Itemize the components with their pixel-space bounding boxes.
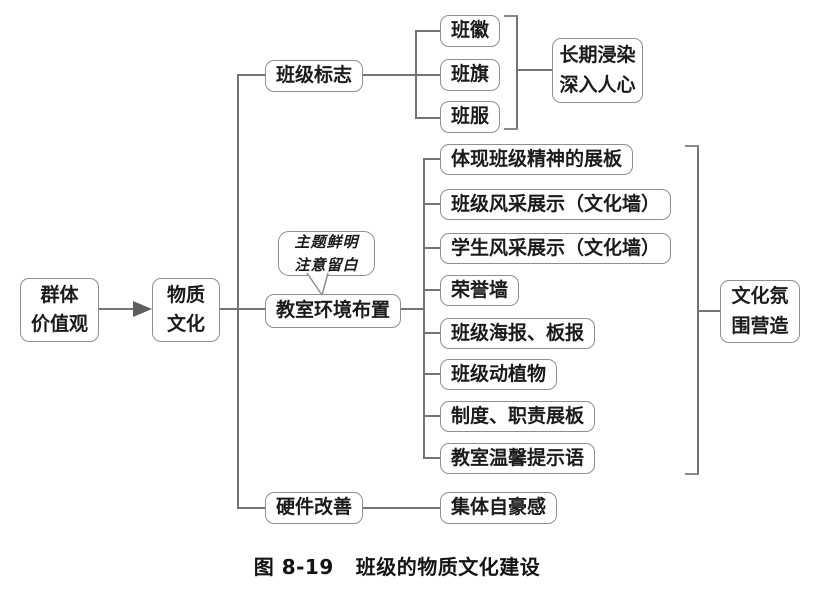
env-item-warm-tips: 教室温馨提示语 (440, 443, 596, 474)
logo-item-uniform: 班服 (440, 101, 501, 133)
env-item-class-style-wall: 班级风采展示（文化墙） (440, 189, 672, 220)
env-stub-5 (423, 332, 440, 334)
note-bubble-tail (306, 272, 329, 296)
logo-item-emblem: 班徽 (440, 15, 501, 47)
env-item-rules-board: 制度、职责展板 (440, 401, 596, 432)
figure-caption-label: 图 8-19 (253, 555, 334, 579)
logo-outcome-line (516, 69, 554, 71)
material-culture-node: 物质 文化 (152, 278, 220, 342)
arrow-shaft-line (96, 308, 136, 310)
env-stub-7 (423, 415, 440, 417)
figure-caption-title: 班级的物质文化建设 (355, 555, 541, 579)
group-values-node: 群体 价值观 (20, 278, 99, 342)
env-stub-8 (423, 457, 440, 459)
env-item-plants-animals: 班级动植物 (440, 359, 558, 390)
env-stub-4 (423, 289, 440, 291)
env-item-honor-wall: 荣誉墙 (440, 275, 520, 306)
env-bracket-top-flange (685, 145, 699, 147)
env-stub-3 (423, 247, 440, 249)
figure-caption: 图 8-19 班级的物质文化建设 (0, 551, 794, 580)
logo-item-flag: 班旗 (440, 59, 501, 91)
class-logo-branch-node: 班级标志 (265, 60, 364, 92)
hw-branch-line (352, 507, 442, 509)
env-outcome-line (697, 310, 723, 312)
logo-stub-1 (415, 30, 440, 32)
logo-branch-line (352, 74, 440, 76)
logo-bracket-top-flange (504, 15, 518, 17)
env-stub-1 (423, 158, 440, 160)
arrowhead-icon (133, 301, 152, 317)
trunk-bottom-line (237, 507, 269, 509)
long-term-impression-node: 长期浸染 深入人心 (552, 38, 643, 103)
culture-atmosphere-node: 文化氛 围营造 (720, 280, 800, 343)
logo-fan-vertical-line (415, 31, 417, 119)
logo-stub-3 (415, 117, 440, 119)
env-bracket-bottom-flange (685, 473, 699, 475)
env-item-posters: 班级海报、板报 (440, 318, 596, 349)
env-item-spirit-board: 体现班级精神的展板 (440, 144, 634, 175)
trunk-top-line (237, 74, 269, 76)
classroom-env-branch-node: 教室环境布置 (265, 294, 402, 328)
trunk-vertical-line (237, 75, 239, 509)
hardware-branch-node: 硬件改善 (265, 492, 364, 524)
env-stub-2 (423, 203, 440, 205)
env-branch-line (390, 308, 425, 310)
env-stub-6 (423, 373, 440, 375)
note-bubble: 主题鲜明 注意留白 (278, 231, 375, 276)
env-fan-vertical-line (423, 159, 425, 459)
logo-bracket-vertical (516, 15, 518, 130)
trunk-mid-line (219, 308, 269, 310)
collective-pride-node: 集体自豪感 (440, 492, 558, 524)
logo-bracket-bottom-flange (504, 128, 518, 130)
env-item-student-style-wall: 学生风采展示（文化墙） (440, 233, 672, 264)
